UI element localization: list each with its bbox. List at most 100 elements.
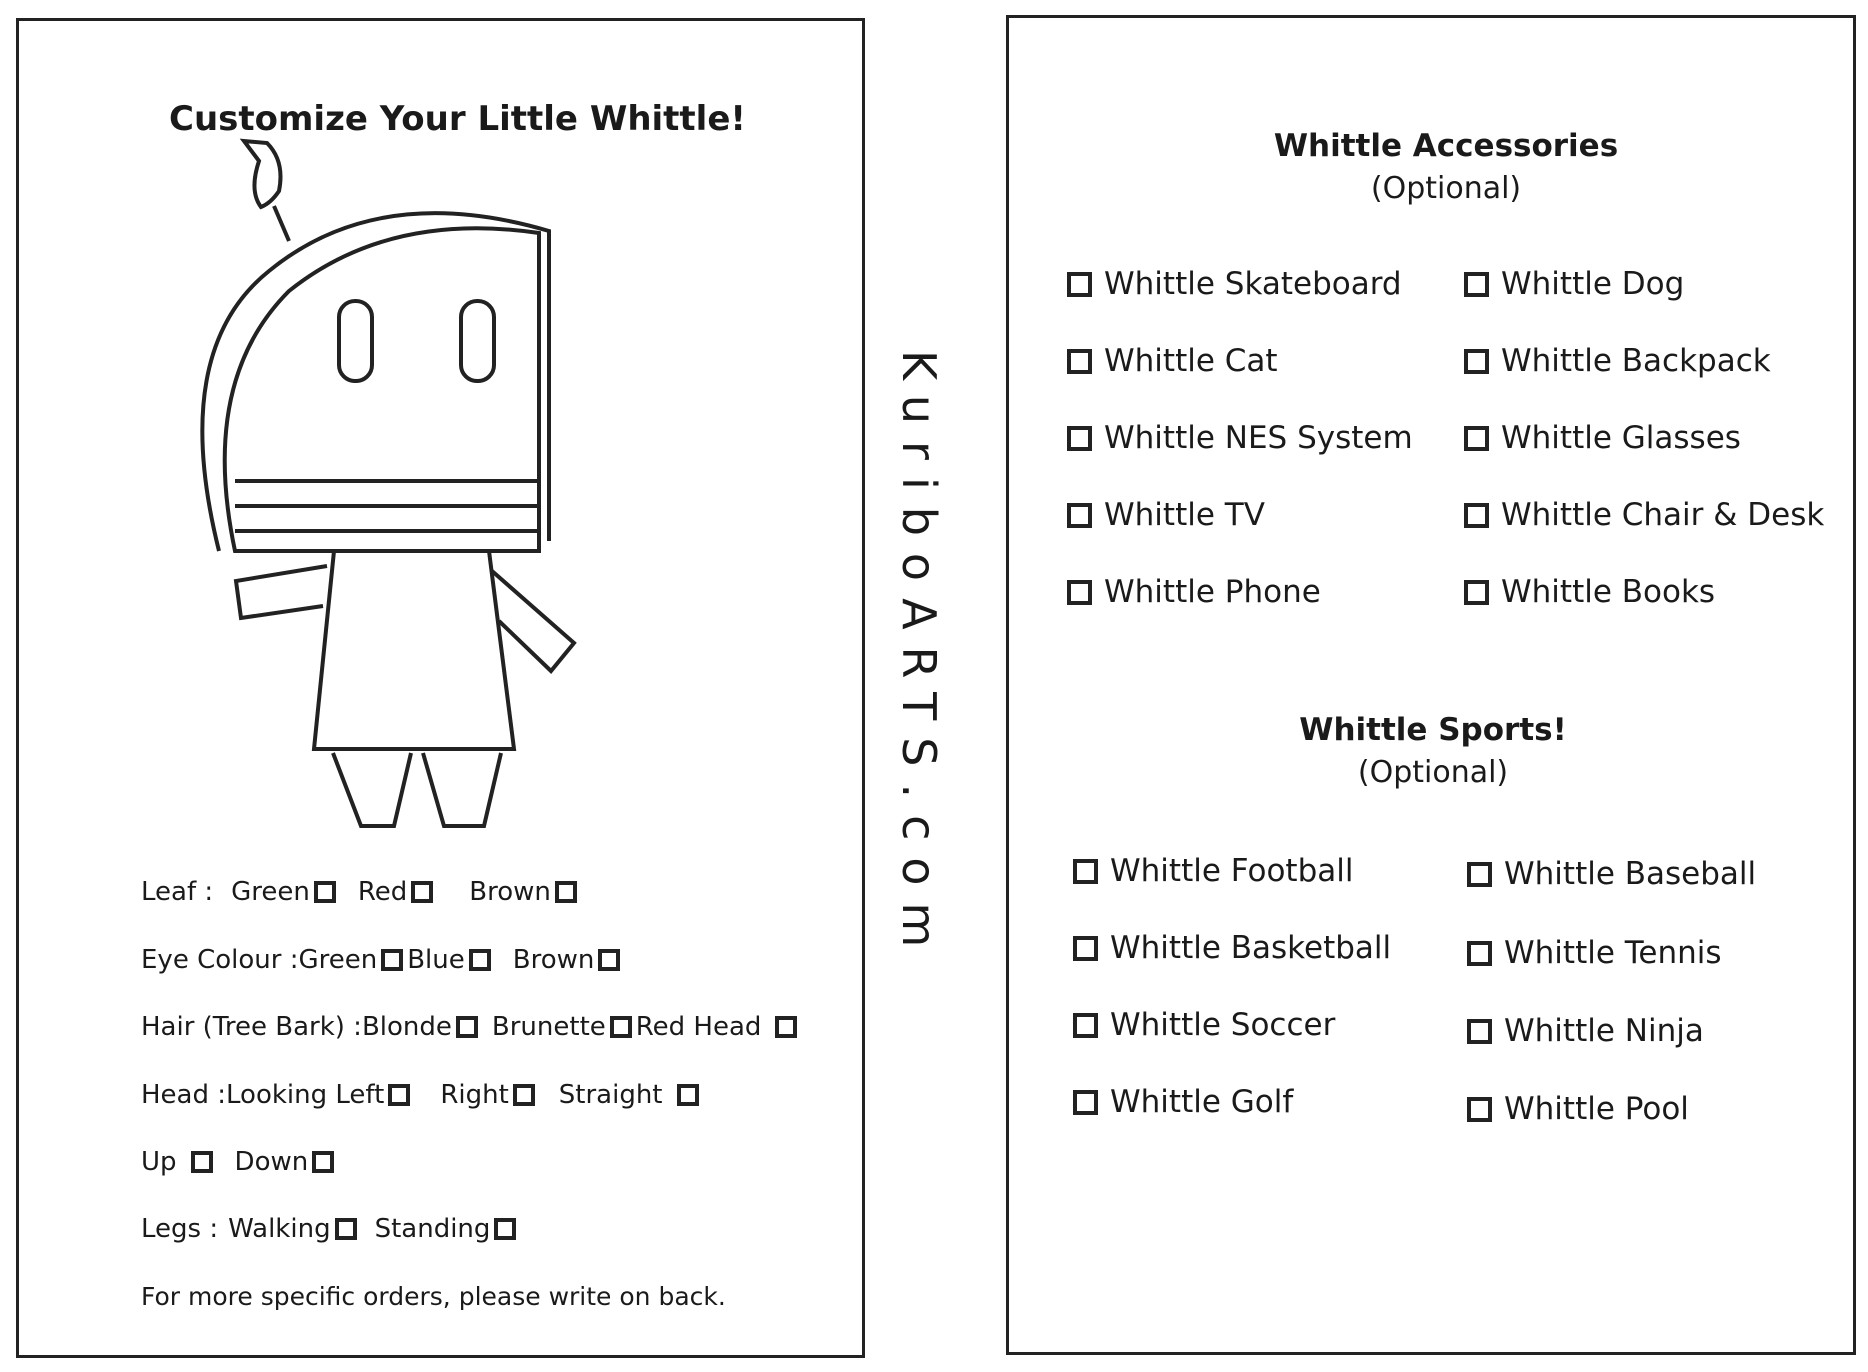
hair-brunette-checkbox[interactable] [609, 1016, 632, 1038]
sport-item[interactable]: Whittle Golf [1073, 1084, 1293, 1120]
hair-option-row: Hair (Tree Bark) : Blonde Brunette Red H… [141, 1012, 801, 1042]
whittle-character-illustration [200, 138, 577, 828]
checkbox[interactable] [1464, 348, 1489, 374]
accessory-label: Whittle Phone [1104, 574, 1321, 610]
accessory-label: Whittle TV [1104, 497, 1265, 533]
sports-title: Whittle Sports! [1299, 712, 1567, 748]
legs-walking-label: Walking [228, 1214, 331, 1244]
checkbox[interactable] [1073, 1012, 1098, 1038]
accessories-card: Whittle Accessories (Optional) Whittle S… [1006, 15, 1856, 1355]
hair-redhead-label: Red Head [635, 1012, 762, 1042]
sport-label: Whittle Tennis [1504, 935, 1722, 971]
leaf-option-row: Leaf : Green Red Brown [141, 877, 581, 907]
accessory-item[interactable]: Whittle Skateboard [1067, 266, 1402, 302]
checkbox[interactable] [1467, 1096, 1492, 1122]
accessory-item[interactable]: Whittle Books [1464, 574, 1715, 610]
hair-brunette-label: Brunette [491, 1012, 606, 1042]
checkbox[interactable] [1467, 861, 1492, 887]
accessory-item[interactable]: Whittle Cat [1067, 343, 1278, 379]
sport-item[interactable]: Whittle Ninja [1467, 1013, 1704, 1049]
checkbox[interactable] [1073, 858, 1098, 884]
head-left-label: Looking Left [226, 1080, 385, 1110]
legs-standing-label: Standing [374, 1214, 491, 1244]
accessory-label: Whittle Chair & Desk [1501, 497, 1825, 533]
checkbox[interactable] [1464, 502, 1489, 528]
hair-label: Hair (Tree Bark) : [141, 1012, 362, 1042]
accessory-item[interactable]: Whittle Dog [1464, 266, 1684, 302]
eye-green-checkbox[interactable] [381, 949, 404, 971]
accessories-subtitle: (Optional) [1370, 171, 1522, 206]
sport-item[interactable]: Whittle Baseball [1467, 856, 1756, 892]
page-title: Customize Your Little Whittle! [169, 99, 746, 139]
hair-blonde-label: Blonde [361, 1012, 452, 1042]
eye-green-label: Green [298, 945, 378, 975]
order-note: For more specific orders, please write o… [141, 1282, 726, 1311]
leaf-label: Leaf : [141, 877, 214, 907]
sport-label: Whittle Baseball [1504, 856, 1757, 892]
head-right-checkbox[interactable] [512, 1084, 535, 1106]
hair-redhead-checkbox[interactable] [775, 1016, 798, 1038]
checkbox[interactable] [1073, 1089, 1098, 1115]
leaf-green-label: Green [231, 877, 310, 907]
head-up-checkbox[interactable] [190, 1151, 213, 1173]
sport-item[interactable]: Whittle Tennis [1467, 935, 1722, 971]
accessory-item[interactable]: Whittle Backpack [1464, 343, 1771, 379]
accessory-item[interactable]: Whittle Chair & Desk [1464, 497, 1824, 533]
sport-label: Whittle Soccer [1110, 1007, 1336, 1043]
checkbox[interactable] [1067, 348, 1092, 374]
accessory-item[interactable]: Whittle TV [1067, 497, 1265, 533]
sport-item[interactable]: Whittle Basketball [1073, 930, 1391, 966]
sport-label: Whittle Pool [1504, 1091, 1689, 1127]
head-straight-label: Straight [558, 1080, 663, 1110]
head-label: Head : [141, 1080, 227, 1110]
head-vertical-option-row: Up Down [141, 1147, 338, 1177]
leaf-brown-label: Brown [469, 877, 551, 907]
head-left-checkbox[interactable] [388, 1084, 411, 1106]
checkbox[interactable] [1067, 271, 1092, 297]
sport-item[interactable]: Whittle Pool [1467, 1091, 1689, 1127]
checkbox[interactable] [1464, 579, 1489, 605]
sports-subtitle: (Optional) [1357, 755, 1509, 790]
leaf-red-checkbox[interactable] [411, 881, 434, 903]
head-option-row: Head : Looking Left Right Straight [141, 1080, 703, 1110]
eye-blue-checkbox[interactable] [468, 949, 491, 971]
accessory-item[interactable]: Whittle Glasses [1464, 420, 1741, 456]
sport-item[interactable]: Whittle Football [1073, 853, 1353, 889]
checkbox[interactable] [1067, 502, 1092, 528]
leaf-brown-checkbox[interactable] [554, 881, 577, 903]
eye-colour-option-row: Eye Colour : Green Blue Brown [141, 945, 624, 975]
accessory-item[interactable]: Whittle Phone [1067, 574, 1321, 610]
accessory-label: Whittle NES System [1104, 420, 1413, 456]
accessory-label: Whittle Books [1501, 574, 1716, 610]
legs-label: Legs : [141, 1214, 219, 1244]
accessories-title: Whittle Accessories [1273, 128, 1619, 164]
legs-standing-checkbox[interactable] [494, 1218, 517, 1240]
checkbox[interactable] [1067, 425, 1092, 451]
accessory-label: Whittle Skateboard [1104, 266, 1402, 302]
checkbox[interactable] [1467, 940, 1492, 966]
eye-brown-checkbox[interactable] [598, 949, 621, 971]
checkbox[interactable] [1067, 579, 1092, 605]
checkbox[interactable] [1073, 935, 1098, 961]
accessory-item[interactable]: Whittle NES System [1067, 420, 1413, 456]
accessory-label: Whittle Glasses [1501, 420, 1741, 456]
accessory-label: Whittle Backpack [1501, 343, 1771, 379]
head-down-checkbox[interactable] [312, 1151, 335, 1173]
legs-walking-checkbox[interactable] [334, 1218, 357, 1240]
eye-brown-label: Brown [512, 945, 595, 975]
checkbox[interactable] [1467, 1018, 1492, 1044]
leaf-green-checkbox[interactable] [313, 881, 336, 903]
eye-colour-label: Eye Colour : [141, 945, 299, 975]
checkbox[interactable] [1464, 271, 1489, 297]
sport-item[interactable]: Whittle Soccer [1073, 1007, 1335, 1043]
head-up-label: Up [141, 1147, 177, 1177]
sport-label: Whittle Golf [1110, 1084, 1294, 1120]
head-straight-checkbox[interactable] [676, 1084, 699, 1106]
checkbox[interactable] [1464, 425, 1489, 451]
accessory-label: Whittle Cat [1104, 343, 1278, 379]
sport-label: Whittle Football [1110, 853, 1354, 889]
hair-blonde-checkbox[interactable] [455, 1016, 478, 1038]
site-name: KuriboARTS.com [892, 350, 946, 965]
customize-card: Customize Your Little Whittle! [16, 18, 865, 1358]
legs-option-row: Legs : Walking Standing [141, 1214, 520, 1244]
